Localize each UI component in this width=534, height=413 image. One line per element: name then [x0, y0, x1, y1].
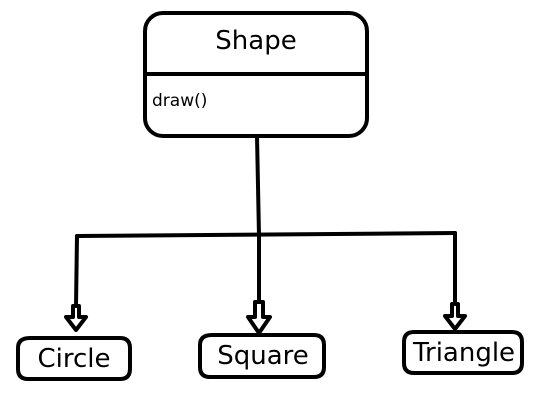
triangle-class-name: Triangle [412, 338, 516, 368]
square-class-box [198, 333, 326, 379]
square-arrow-icon [246, 300, 272, 335]
triangle-class-box [402, 330, 524, 375]
circle-connector [74, 234, 79, 308]
square-class-name: Square [217, 341, 309, 371]
shape-class-name: Shape [215, 26, 297, 56]
circle-class-name: Circle [37, 344, 111, 374]
inheritance-branch-bar [75, 231, 457, 238]
circle-arrow-icon [64, 304, 88, 332]
circle-class-box [16, 336, 132, 381]
inheritance-trunk [255, 134, 261, 238]
triangle-arrow-icon [443, 302, 467, 331]
shape-method-draw: draw() [152, 91, 208, 111]
